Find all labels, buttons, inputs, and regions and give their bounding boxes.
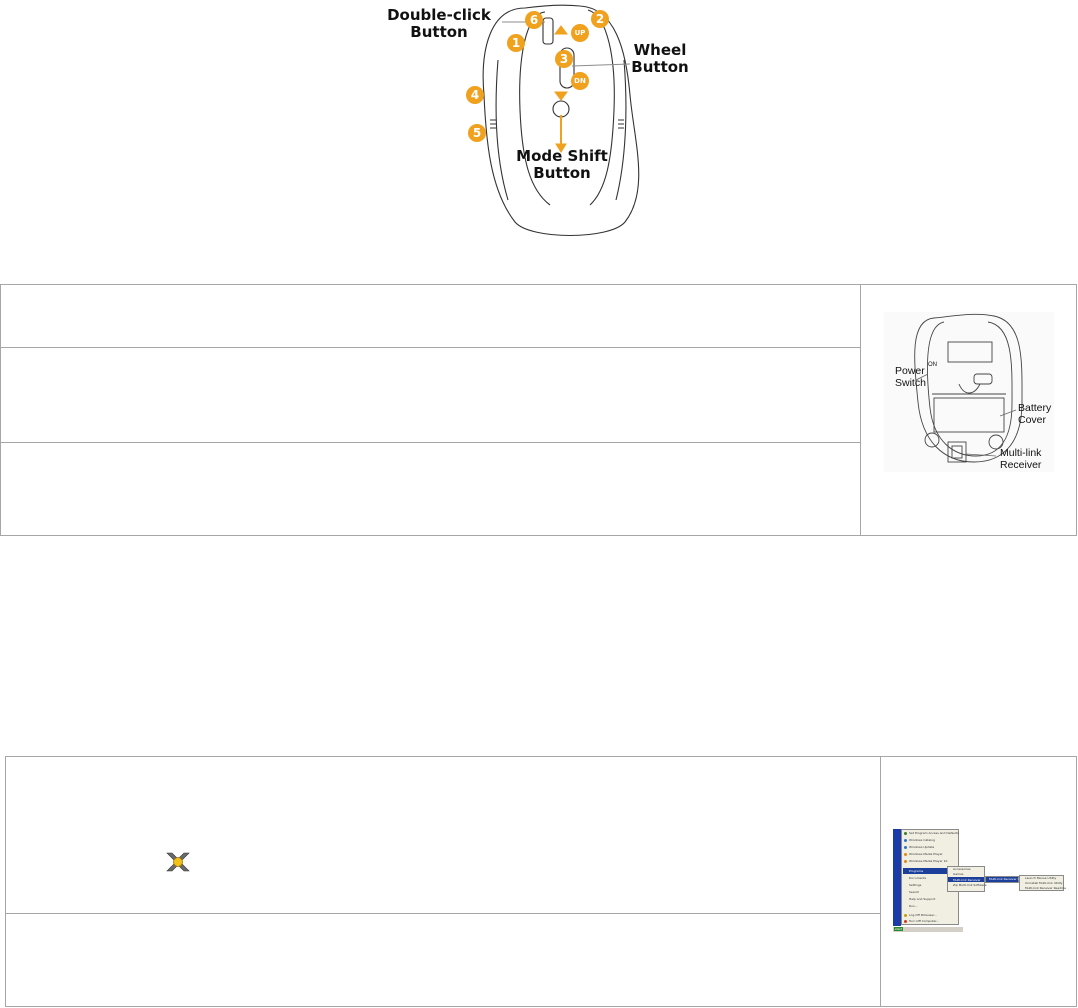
battery-cover-label: Battery Cover xyxy=(1018,402,1052,426)
menu-item-programs[interactable]: Programs xyxy=(909,869,924,873)
start-menu-banner xyxy=(893,829,901,932)
power-switch-label: Power Switch xyxy=(895,365,926,389)
tray-receiver-icon xyxy=(166,852,190,872)
menu-item[interactable]: Set Program Access and Defaults xyxy=(909,831,959,835)
menu-icon xyxy=(904,853,907,856)
scroll-down-badge: DN xyxy=(571,72,589,90)
software-table-row-1 xyxy=(4,756,882,914)
receiver-label: Multi-link Receiver xyxy=(1000,447,1042,471)
menu-item[interactable]: Documents xyxy=(909,876,927,880)
callout-number-5: 5 xyxy=(468,124,486,142)
submenu-item[interactable]: Accessories xyxy=(953,867,971,871)
start-button-label: start xyxy=(895,927,902,931)
menu-icon xyxy=(904,832,907,835)
menu-item[interactable]: Turn Off Computer... xyxy=(909,919,940,923)
menu-item[interactable]: Log Off Pollauser... xyxy=(909,913,937,917)
menu-item[interactable]: Run... xyxy=(909,904,918,908)
software-table xyxy=(4,756,1077,1007)
utility-submenu xyxy=(1019,875,1064,891)
callout-number-6: 6 xyxy=(525,11,543,29)
submenu-item[interactable]: Games xyxy=(953,872,964,876)
menu-icon xyxy=(904,860,907,863)
taskbar xyxy=(893,926,963,932)
menu-icon xyxy=(904,846,907,849)
software-table-row-2 xyxy=(4,913,882,1007)
receiver-submenu xyxy=(985,876,1019,883)
programs-highlight xyxy=(903,868,957,874)
submenu-item[interactable]: Zip Multi-link Software xyxy=(953,883,987,887)
start-button[interactable]: start xyxy=(894,927,903,931)
menu-icon xyxy=(904,920,907,923)
callout-number-4: 4 xyxy=(466,86,484,104)
hardware-table-row-3 xyxy=(0,442,862,536)
double-click-button-label: Double-click Button xyxy=(387,6,491,41)
callout-number-2: 2 xyxy=(591,10,609,28)
hardware-table-row-2 xyxy=(0,347,862,443)
wheel-button-label: Wheel Button xyxy=(631,41,689,76)
submenu-item[interactable]: Uninstall Multi-link Utility xyxy=(1025,881,1063,885)
menu-icon xyxy=(904,839,907,842)
submenu-highlight xyxy=(948,877,984,882)
menu-item[interactable]: Help and Support xyxy=(909,897,936,901)
submenu-item[interactable]: Multi-link Receiver Readme xyxy=(1025,886,1066,890)
menu-item[interactable]: Windows Media Player 10 xyxy=(909,859,948,863)
hardware-table-row-1 xyxy=(0,284,862,348)
callout-number-1: 1 xyxy=(507,34,525,52)
submenu-item[interactable]: Multi-link Receiver xyxy=(953,878,981,882)
mode-shift-button-label: Mode Shift Button xyxy=(516,147,608,182)
menu-item[interactable]: Windows Catalog xyxy=(909,838,935,842)
menu-item[interactable]: Windows Update xyxy=(909,845,935,849)
callout-number-3: 3 xyxy=(555,50,573,68)
menu-icon xyxy=(904,914,907,917)
menu-item[interactable]: Settings xyxy=(909,883,922,887)
submenu-item[interactable]: Multi-link Receiver Utility xyxy=(989,877,1027,881)
mouse-underside-diagram xyxy=(884,312,1054,472)
menu-item[interactable]: Search xyxy=(909,890,920,894)
scroll-up-badge: UP xyxy=(571,24,589,42)
on-mark-label: ON xyxy=(928,362,937,368)
submenu-item[interactable]: Launch Mouse Utility xyxy=(1025,876,1057,880)
menu-item[interactable]: Windows Media Player xyxy=(909,852,943,856)
start-menu-screenshot: Set Program Access and Defaults Windows … xyxy=(893,829,1066,934)
